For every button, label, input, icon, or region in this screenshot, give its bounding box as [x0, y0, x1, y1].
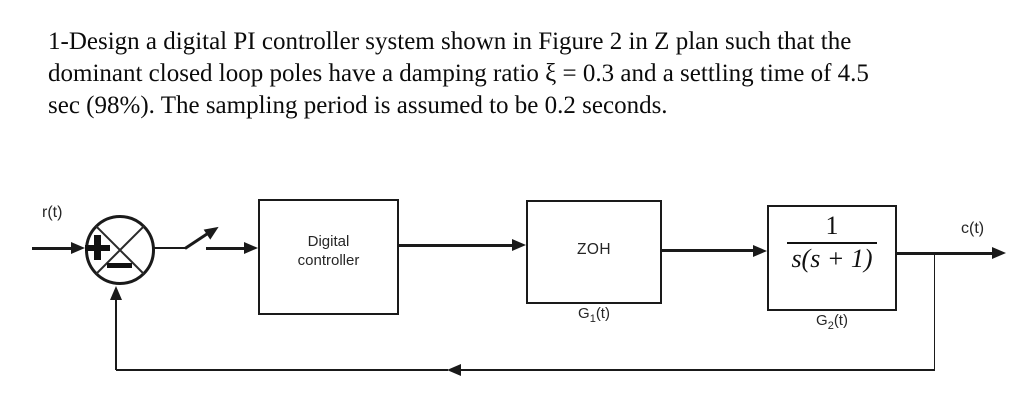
controller-label-line1: Digital: [307, 233, 350, 250]
plant-denominator: s(s + 1): [791, 244, 873, 273]
output-arrow-line: [897, 251, 993, 255]
minus-sign-icon: [107, 262, 132, 268]
plant-transfer-function: 1 s(s + 1): [787, 211, 877, 274]
plus-sign-icon: [94, 235, 101, 260]
g2-rest: (t): [833, 312, 848, 329]
g2-label: G2(t): [767, 312, 897, 332]
input-arrowhead-icon: [71, 242, 85, 254]
problem-line-3: sec (98%). The sampling period is assume…: [48, 92, 668, 119]
plant-block: 1 s(s + 1): [767, 205, 897, 311]
input-signal-label: r(t): [42, 204, 63, 221]
g1-rest: (t): [595, 305, 610, 322]
fraction-bar: [787, 242, 877, 244]
problem-statement: 1-Design a digital PI controller system …: [48, 26, 869, 122]
input-arrow-line: [32, 246, 72, 250]
problem-line-2: dominant closed loop poles have a dampin…: [48, 60, 869, 87]
g2-base: G: [816, 312, 828, 329]
g1-base: G: [578, 305, 590, 322]
feedback-bottom-line-thin: [116, 369, 448, 371]
feedback-up-arrowhead-icon: [110, 286, 122, 300]
output-arrowhead-icon: [992, 247, 1006, 259]
output-signal-label: c(t): [961, 220, 985, 237]
g2-subscript: 2: [827, 320, 834, 332]
feedback-arrowhead-icon: [447, 363, 461, 376]
sampler-input-line: [153, 247, 186, 249]
zoh-block: ZOH: [526, 200, 662, 304]
problem-line-1: 1-Design a digital PI controller system …: [48, 28, 852, 55]
controller-to-zoh-line: [399, 243, 513, 247]
feedback-riser-line: [115, 297, 118, 370]
controller-label-line2: controller: [297, 252, 360, 269]
feedback-tap-line: [933, 253, 936, 370]
digital-controller-block: Digital controller: [258, 199, 399, 315]
zoh-label: ZOH: [577, 241, 611, 258]
sampler-output-line: [206, 246, 246, 250]
controller-input-arrowhead-icon: [244, 242, 258, 254]
zoh-input-arrowhead-icon: [512, 239, 526, 251]
plant-numerator: 1: [825, 211, 839, 240]
feedback-bottom-line: [459, 368, 935, 372]
sampler-switch-icon: [184, 221, 222, 250]
g1-subscript: 1: [589, 313, 596, 325]
plant-input-arrowhead-icon: [753, 244, 767, 257]
g1-label: G1(t): [526, 305, 662, 325]
sampler-arrowhead-icon: [203, 221, 222, 239]
zoh-to-plant-line: [662, 249, 754, 252]
